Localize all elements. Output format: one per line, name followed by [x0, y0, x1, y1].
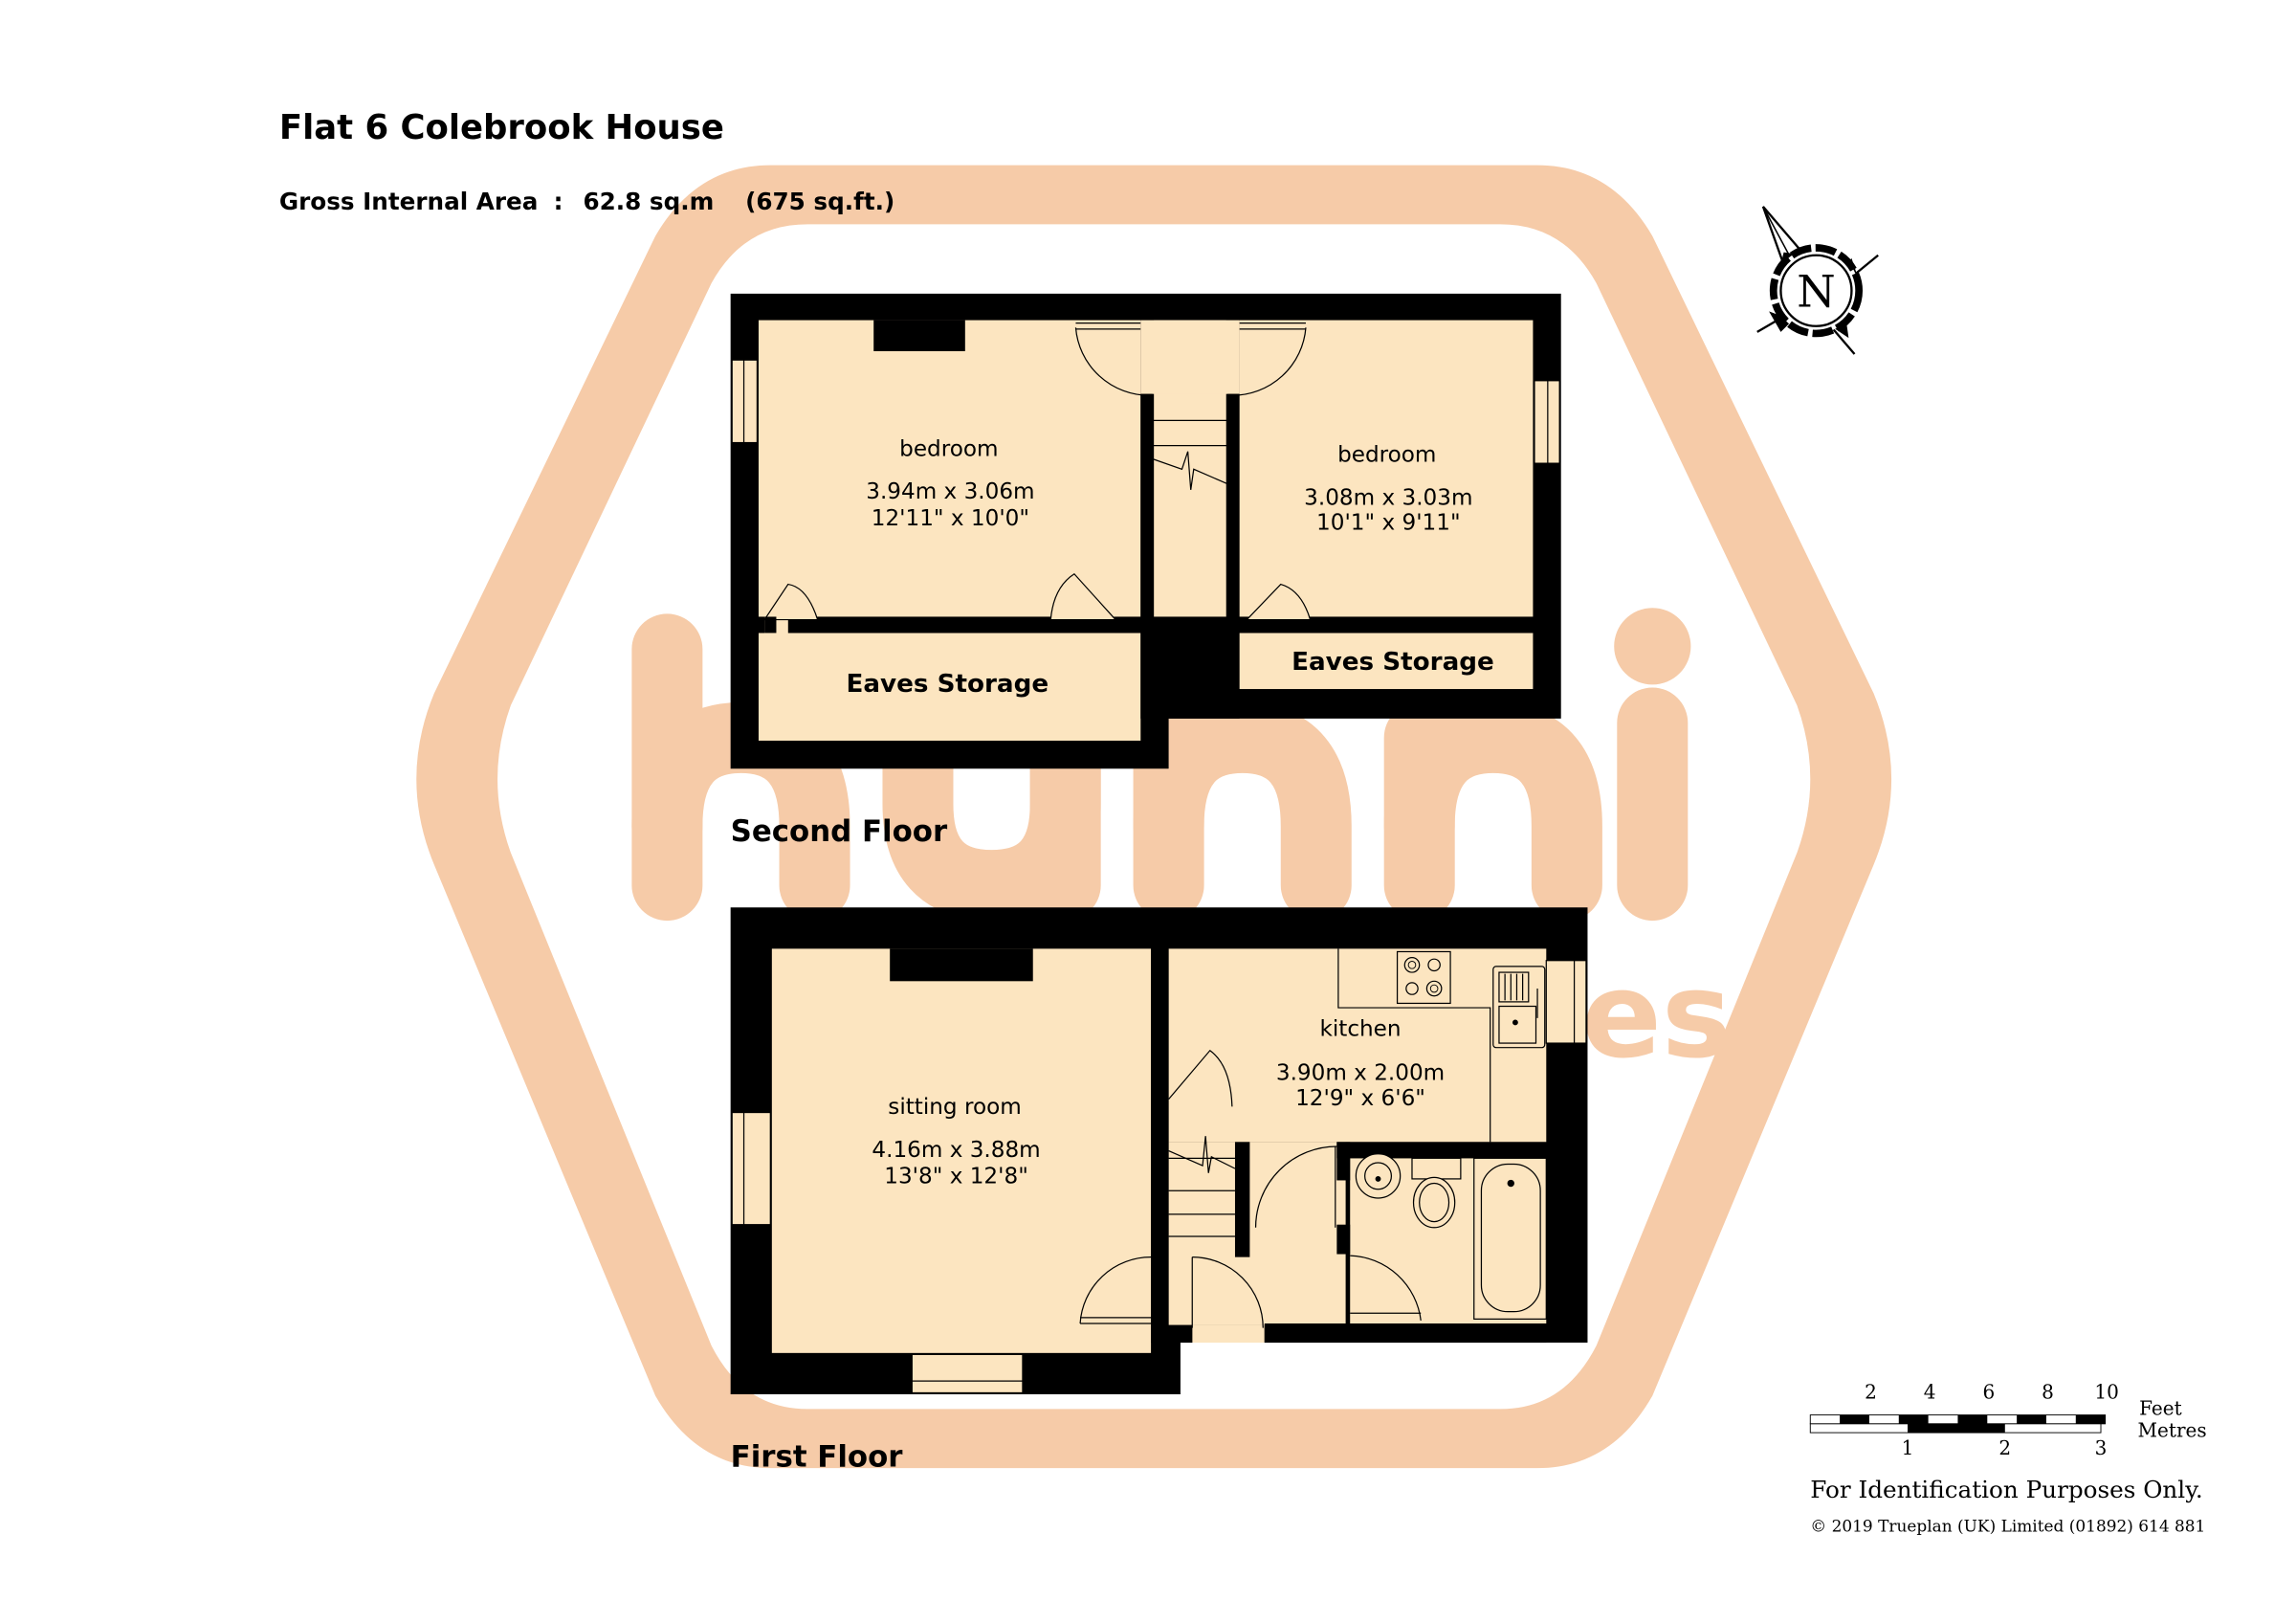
room-label-bedroom-1: bedroom	[899, 436, 998, 461]
room-dim-metric-kitchen: 3.90m x 2.00m	[1276, 1061, 1445, 1086]
room-bedroom-2	[1239, 320, 1534, 617]
kitchen-worktop	[1337, 948, 1491, 1143]
window-left	[731, 359, 759, 444]
room-dim-imperial-kitchen: 12'9" x 6'6"	[1295, 1086, 1425, 1111]
scale-metre-tick: 3	[2095, 1436, 2108, 1459]
disclaimer-text: For Identification Purposes Only.	[1810, 1476, 2202, 1503]
scale-feet-tick: 6	[1982, 1381, 1995, 1404]
hob-icon	[1396, 950, 1451, 1005]
watermark-partial-text: es	[1581, 948, 1732, 1085]
gross-area-label: Gross Internal Area	[279, 188, 539, 215]
room-eaves-storage-1	[758, 633, 1141, 741]
room-dim-metric-sitting-room: 4.16m x 3.88m	[872, 1138, 1040, 1163]
window-kitchen	[1545, 960, 1587, 1044]
gross-area-sqft: (675 sq.ft.)	[745, 188, 894, 215]
compass-icon: N	[1756, 206, 1879, 355]
room-bedroom-1	[758, 320, 1141, 617]
floor-label-first: First Floor	[731, 1440, 904, 1475]
scale-feet-label: Feet	[2139, 1397, 2182, 1420]
window-sitting-left	[731, 1111, 771, 1226]
landing-doors	[1074, 322, 1307, 396]
staircase-icon	[1152, 419, 1228, 490]
watermark-logo: es	[416, 165, 1892, 1469]
scale-metre-tick: 2	[1998, 1436, 2011, 1459]
room-label-kitchen: kitchen	[1319, 1016, 1401, 1041]
kitchen-cupboard-door	[1168, 1049, 1233, 1107]
scale-bar: 2 4 6 8 10 1 2 3 Feet Metres	[1809, 1381, 2207, 1459]
scale-metres-label: Metres	[2138, 1419, 2207, 1442]
room-dim-metric-bedroom-2: 3.08m x 3.03m	[1304, 485, 1472, 510]
room-dim-imperial-bedroom-1: 12'11" x 10'0"	[872, 506, 1029, 531]
sink-icon	[1492, 966, 1546, 1049]
room-eaves-storage-2	[1239, 633, 1534, 690]
chimney-breast-sitting	[890, 948, 1033, 982]
landing-top	[1140, 320, 1240, 394]
scale-feet-tick: 2	[1865, 1381, 1877, 1404]
room-dim-imperial-bedroom-2: 10'1" x 9'11"	[1316, 511, 1461, 536]
bathtub-icon	[1473, 1157, 1547, 1321]
room-hallway	[1168, 1142, 1346, 1325]
eaves-doors	[762, 572, 1312, 634]
scale-metre-tick: 1	[1902, 1436, 1914, 1459]
toilet-icon	[1411, 1157, 1462, 1229]
scale-feet-tick: 10	[2094, 1381, 2119, 1404]
copyright-text: © 2019 Trueplan (UK) Limited (01892) 614…	[1810, 1516, 2205, 1535]
page-title: Flat 6 Colebrook House	[279, 108, 724, 147]
staircase-icon-first	[1168, 1136, 1236, 1237]
scale-feet-tick: 4	[1924, 1381, 1936, 1404]
entrance	[1192, 1324, 1265, 1344]
first-floor-plan: sitting room 4.16m x 3.88m 13'8" x 12'8"…	[731, 907, 1588, 1475]
hall-doors	[1079, 1145, 1422, 1328]
compass-north-label: N	[1797, 266, 1835, 318]
chimney-breast	[873, 320, 965, 351]
window-sitting-bottom	[911, 1353, 1024, 1394]
gross-area-sqm: 62.8 sq.m	[583, 188, 714, 215]
room-label-sitting-room: sitting room	[888, 1095, 1021, 1120]
room-label-bedroom-2: bedroom	[1337, 443, 1436, 468]
washbasin-icon	[1355, 1153, 1402, 1199]
second-floor-plan: bedroom 3.94m x 3.06m 12'11" x 10'0" bed…	[731, 293, 1561, 849]
room-sitting-room	[771, 948, 1152, 1353]
room-dim-metric-bedroom-1: 3.94m x 3.06m	[866, 479, 1034, 504]
gross-area-separator: :	[554, 188, 563, 215]
room-dim-imperial-sitting-room: 13'8" x 12'8"	[884, 1165, 1028, 1189]
gross-area-line: Gross Internal Area : 62.8 sq.m (675 sq.…	[279, 188, 894, 215]
window-right	[1534, 380, 1560, 464]
room-label-eaves-storage-2: Eaves Storage	[1292, 648, 1494, 677]
floor-label-second: Second Floor	[731, 814, 948, 849]
scale-feet-tick: 8	[2042, 1381, 2054, 1404]
room-kitchen	[1168, 948, 1547, 1143]
room-label-eaves-storage-1: Eaves Storage	[846, 670, 1049, 699]
